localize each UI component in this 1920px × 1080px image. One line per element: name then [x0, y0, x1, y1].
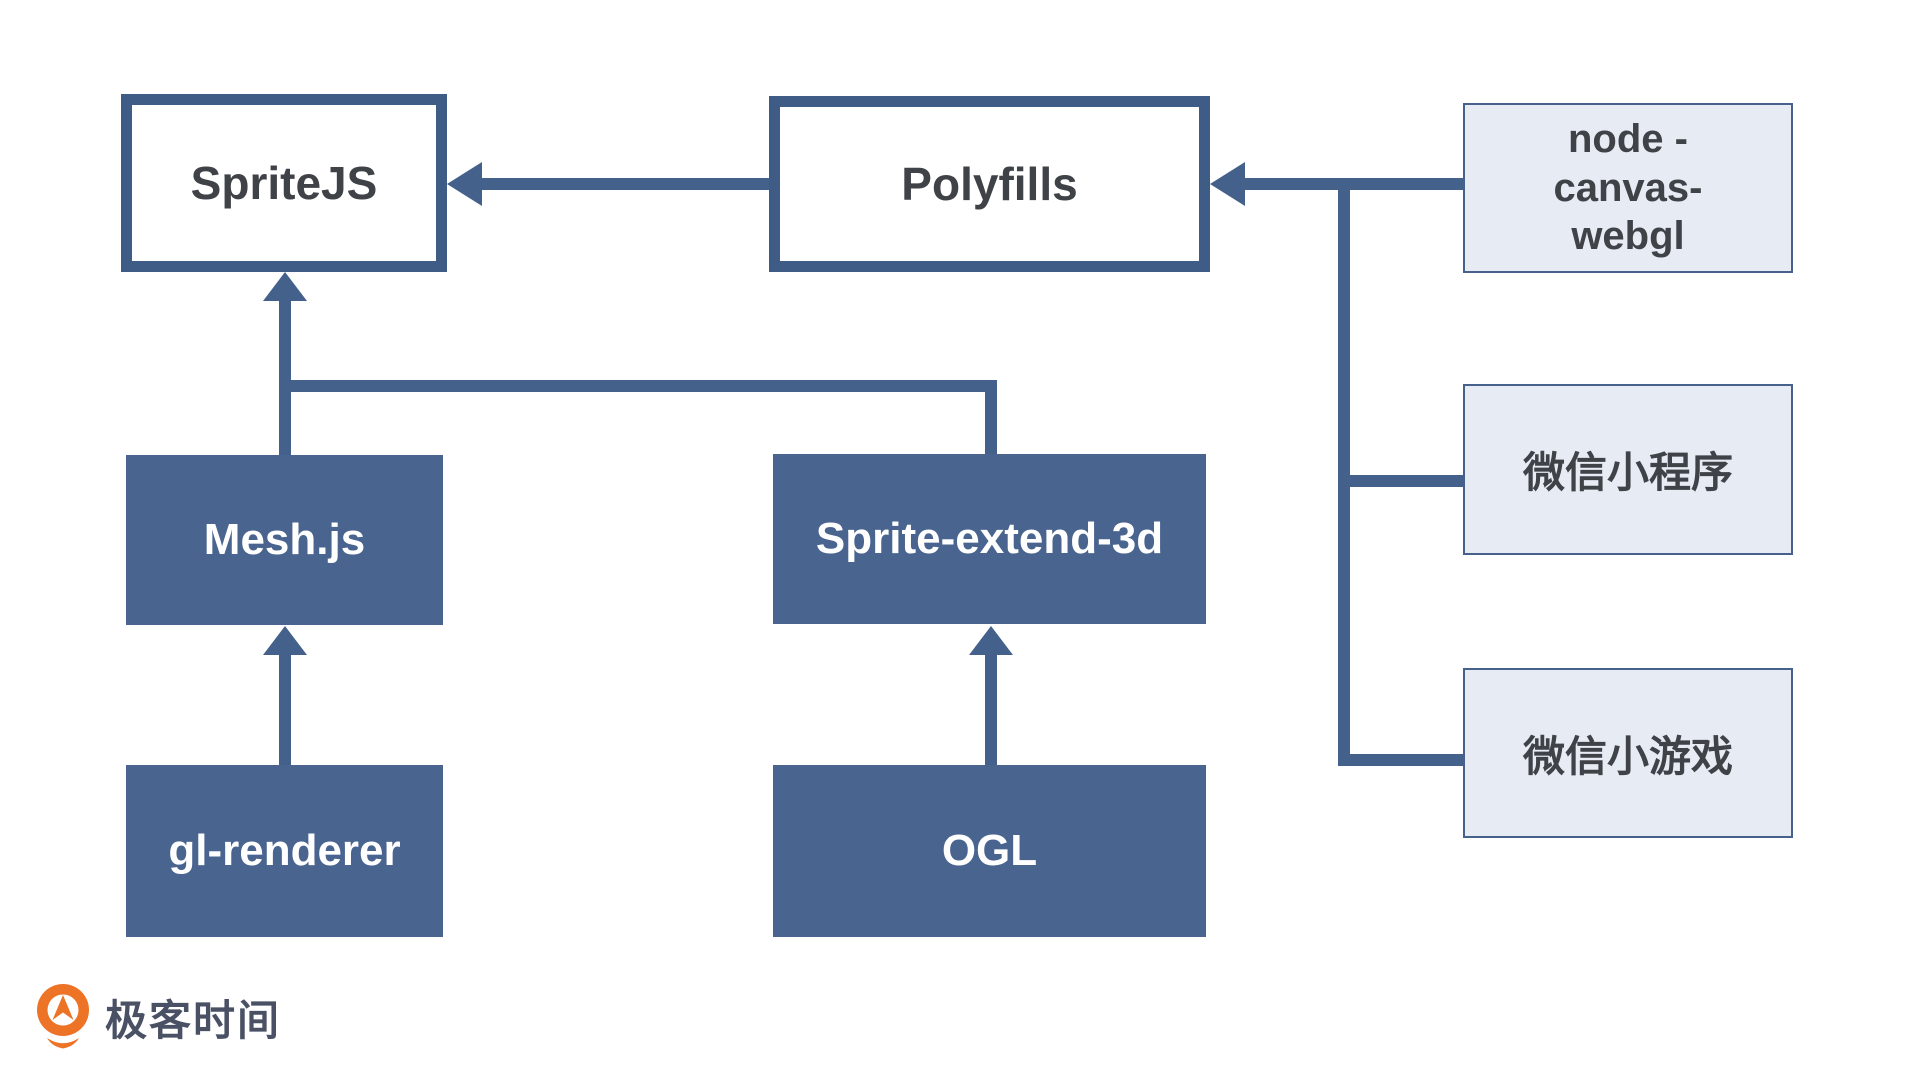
connector-sprite-extend-horizontal-line — [279, 380, 997, 392]
branch-to-wechat-minigame-line — [1338, 754, 1463, 766]
branch-to-wechat-miniprogram-line — [1338, 475, 1463, 487]
geektime-logo-icon — [35, 983, 91, 1051]
node-canvas-webgl-line2: canvas- — [1553, 165, 1703, 210]
arrow-polyfills-to-spritejs-line — [480, 178, 769, 190]
node-sprite-extend-3d-label: Sprite-extend-3d — [815, 514, 1164, 563]
connector-sprite-extend-vertical-line — [985, 380, 997, 454]
arrow-nodecanvas-to-polyfills-line — [1243, 178, 1463, 190]
node-wechat-miniprogram: 微信小程序 — [1463, 384, 1793, 555]
node-gl-renderer: gl-renderer — [126, 765, 443, 937]
arrow-ogl-to-spriteextend-head-icon — [969, 626, 1013, 655]
node-meshjs-label: Mesh.js — [203, 515, 366, 564]
node-spritejs-label: SpriteJS — [190, 157, 378, 209]
geektime-brand: 极客时间 — [35, 983, 281, 1051]
node-wechat-minigame: 微信小游戏 — [1463, 668, 1793, 838]
node-ogl: OGL — [773, 765, 1206, 937]
arrow-ogl-to-spriteextend-line — [985, 652, 997, 765]
node-node-canvas-webgl: node - canvas- webgl — [1463, 103, 1793, 273]
node-wechat-miniprogram-label: 微信小程序 — [1522, 449, 1733, 496]
geektime-brand-text: 极客时间 — [105, 996, 282, 1044]
node-gl-renderer-label: gl-renderer — [168, 826, 401, 875]
arrow-meshjs-to-spritejs-line — [279, 298, 291, 455]
node-meshjs: Mesh.js — [126, 455, 443, 625]
node-spritejs: SpriteJS — [121, 94, 447, 272]
arrow-glrenderer-to-meshjs-line — [279, 652, 291, 765]
node-wechat-minigame-label: 微信小游戏 — [1522, 732, 1733, 780]
branch-vertical-line — [1338, 178, 1350, 766]
node-polyfills-label: Polyfills — [901, 158, 1078, 210]
node-canvas-webgl-line1: node - — [1568, 116, 1688, 161]
arrow-nodecanvas-to-polyfills-head-icon — [1210, 162, 1245, 206]
node-ogl-label: OGL — [941, 826, 1038, 875]
arrow-glrenderer-to-meshjs-head-icon — [263, 626, 307, 655]
node-node-canvas-webgl-label: node - canvas- webgl — [1554, 115, 1703, 261]
arrow-polyfills-to-spritejs-head-icon — [447, 162, 482, 206]
arrow-meshjs-to-spritejs-head-icon — [263, 272, 307, 301]
node-polyfills: Polyfills — [769, 96, 1210, 272]
node-sprite-extend-3d: Sprite-extend-3d — [773, 454, 1206, 624]
node-canvas-webgl-line3: webgl — [1571, 214, 1685, 259]
